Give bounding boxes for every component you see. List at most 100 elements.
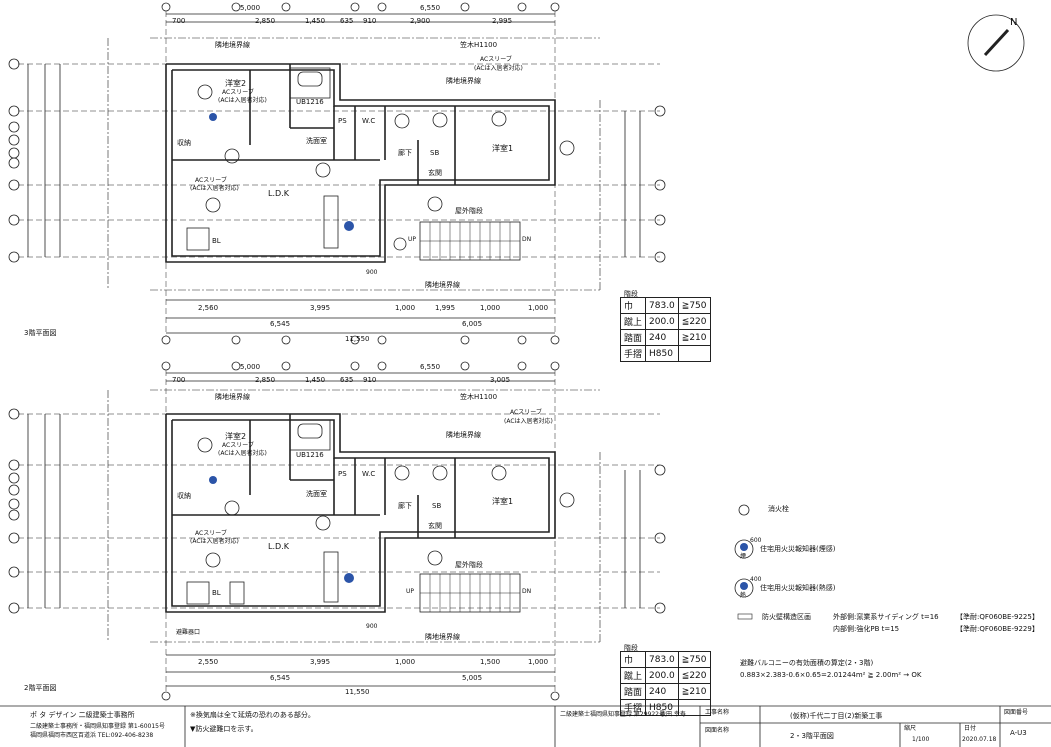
dim-bot-11550: 11,550 xyxy=(345,335,370,343)
room-outdoor-stair: 屋外階段 xyxy=(455,207,483,215)
legend-smoke-label: 煙 xyxy=(740,553,747,560)
floor2-title: 2階平面図 xyxy=(24,684,57,692)
room-hall: 廊下 xyxy=(398,149,412,157)
dim-top-5000: 5,000 xyxy=(240,4,261,12)
room-wc-2f: W.C xyxy=(362,470,376,478)
room-outdoor-stair-2f: 屋外階段 xyxy=(455,561,483,569)
drawing-label: 図面名称 xyxy=(705,727,730,734)
room-wc: W.C xyxy=(362,117,376,125)
firm-name: ポ タ デザイン 二級建築士事務所 xyxy=(30,711,135,719)
label-ac-note-3: (ACは入居者対応) xyxy=(190,185,239,192)
cell: 200.0 xyxy=(645,667,679,684)
architect-reg: 福岡県知事登録 第29922号 xyxy=(590,711,665,718)
cell xyxy=(677,345,711,362)
legend-firewall-title: 防火壁構造区画 xyxy=(762,613,811,621)
dim-bot-1000b-2f: 1,000 xyxy=(528,658,549,666)
legend-heat-label: 熱 xyxy=(740,592,747,599)
room-bl: BL xyxy=(212,237,221,245)
dim-bot-6545: 6,545 xyxy=(270,320,291,328)
label-ac-note: (ACは入居者対応) xyxy=(474,65,523,72)
dim-bot-3995-2f: 3,995 xyxy=(310,658,331,666)
stair-dn: DN xyxy=(522,236,532,243)
room-hall-2f: 廊下 xyxy=(398,502,412,510)
room-ub: UB1216 xyxy=(296,98,324,106)
label-boundary-bottom: 隣地境界線 xyxy=(425,281,460,289)
dim-top-1450: 1,450 xyxy=(305,17,326,25)
label-boundary-bottom-2f: 隣地境界線 xyxy=(425,633,460,641)
cell: 踏面 xyxy=(619,683,647,700)
dim-900-2f: 900 xyxy=(366,623,378,630)
dim-top-635-2f: 635 xyxy=(340,376,354,384)
legend-heat-detector: 住宅用火災報知器(熱感) xyxy=(760,584,836,592)
dim-top-2900: 2,900 xyxy=(410,17,431,25)
cell: H850 xyxy=(645,345,679,362)
cell: 783.0 xyxy=(645,651,679,668)
drawing-name: 2・3階平面図 xyxy=(790,732,834,740)
dim-top-635: 635 xyxy=(340,17,354,25)
note-escape: ▼防火避難口を示す。 xyxy=(190,725,258,733)
cell: ≦220 xyxy=(677,667,711,684)
note-ventilation: ※換気扇は全て延焼の恐れのある部分。 xyxy=(190,711,315,719)
floor3-title: 3階平面図 xyxy=(24,329,57,337)
stair-up-2f: UP xyxy=(406,588,415,595)
cell: 巾 xyxy=(619,651,647,668)
room-ub-2f: UB1216 xyxy=(296,451,324,459)
dim-bot-1000c: 1,000 xyxy=(528,304,549,312)
label-ac-sleeve-2: ACスリーブ xyxy=(222,89,254,96)
legend-hydrant: 消火栓 xyxy=(768,505,789,513)
room-washroom-2f: 洗面室 xyxy=(306,490,327,498)
legend-outer-wall: 外部側:窯業系サイディング t=16 xyxy=(833,613,939,621)
label-kasagi-2f: 笠木H1100 xyxy=(460,393,498,401)
room-yoshitsu2: 洋室2 xyxy=(225,79,247,88)
dim-bot-6005: 6,005 xyxy=(462,320,483,328)
dim-bot-6545-2f: 6,545 xyxy=(270,674,291,682)
dim-top-6550-2f: 6,550 xyxy=(420,363,441,371)
number-label: 図面番号 xyxy=(1004,709,1029,716)
dim-bot-11550-2f: 11,550 xyxy=(345,688,370,696)
cell: 蹴上 xyxy=(619,667,647,684)
dim-top-1450-2f: 1,450 xyxy=(305,376,326,384)
project-name: (仮称)千代二丁目(2)新築工事 xyxy=(790,712,883,720)
dim-top-2995: 2,995 xyxy=(492,17,513,25)
room-ldk: L.D.K xyxy=(268,189,289,198)
room-sb-2f: SB xyxy=(432,502,442,510)
room-sb: SB xyxy=(430,149,440,157)
dim-top-5000-2f: 5,000 xyxy=(240,363,261,371)
room-storage: 収納 xyxy=(177,139,191,147)
room-entrance-2f: 玄関 xyxy=(428,522,442,530)
label-ac-sleeve: ACスリーブ xyxy=(480,56,512,63)
legend-inner-wall: 内部側:強化PB t=15 xyxy=(833,625,900,633)
firm-sub2: 福岡県福岡市西区百道浜 TEL:092-406-8238 xyxy=(30,732,154,739)
label-ac-note-2: (ACは入居者対応) xyxy=(218,97,267,104)
dim-bot-3995: 3,995 xyxy=(310,304,331,312)
stair-dn-2f: DN xyxy=(522,588,532,595)
label-ac-note-2-2f: (ACは入居者対応) xyxy=(218,450,267,457)
cell: 240 xyxy=(645,329,679,346)
dim-top-910: 910 xyxy=(363,17,377,25)
cell: 蹴上 xyxy=(619,313,647,330)
scale-value: 1/100 xyxy=(912,736,930,743)
dim-900: 900 xyxy=(366,269,378,276)
cell: 783.0 xyxy=(645,297,679,314)
dim-top-6550: 6,550 xyxy=(420,4,441,12)
cell: 巾 xyxy=(619,297,647,314)
legend-outer-std: 【準耐:QF060BE-9225】 xyxy=(956,613,1039,621)
label-ac-note-2f: (ACは入居者対応) xyxy=(504,418,553,425)
balcony-calc: 0.883×2.383-0.6×0.65=2.01244m² ≧ 2.00m² … xyxy=(740,671,922,679)
stair-table-title-2f: 階段 xyxy=(624,644,638,652)
grid-bubbles-3f xyxy=(8,2,666,345)
label-boundary-top-2f: 隣地境界線 xyxy=(215,393,250,401)
room-yoshitsu2-2f: 洋室2 xyxy=(225,432,247,441)
architect-name: 坂田 幸寿 xyxy=(660,711,686,718)
dim-top-700-2f: 700 xyxy=(172,376,186,384)
dim-bot-1995: 1,995 xyxy=(435,304,456,312)
legend-smoke-detector: 住宅用火災報知器(煙感) xyxy=(760,545,836,553)
cell: 手摺 xyxy=(619,345,647,362)
room-storage-2f: 収納 xyxy=(177,492,191,500)
cell: 200.0 xyxy=(645,313,679,330)
cell: 踏面 xyxy=(619,329,647,346)
dim-top-910-2f: 910 xyxy=(363,376,377,384)
label-ac-note-3-2f: (ACは入居者対応) xyxy=(190,538,239,545)
